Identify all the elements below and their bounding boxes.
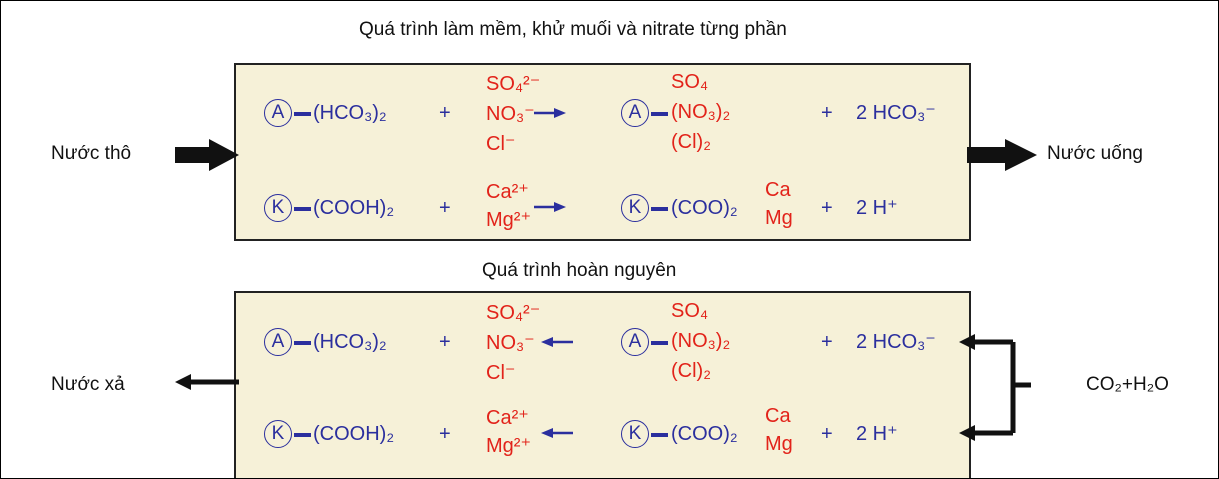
- plus-sign: +: [821, 331, 833, 353]
- bound-sulfate: SO₄: [671, 300, 709, 322]
- forward-process-title: Quá trình làm mềm, khử muối và nitrate t…: [359, 19, 787, 40]
- bond-icon: [294, 112, 311, 116]
- proton-product: 2 H⁺: [856, 423, 898, 445]
- bond-icon: [294, 207, 311, 211]
- bound-magnesium: Mg: [765, 207, 793, 229]
- sulfate-ion: SO₄²⁻: [486, 302, 541, 324]
- bound-chloride: (Cl)₂: [671, 360, 711, 382]
- bicarbonate-product: 2 HCO₃⁻: [856, 102, 936, 124]
- bond-icon: [651, 341, 668, 345]
- anion-resin-icon: A: [264, 328, 292, 356]
- bound-chloride: (Cl)₂: [671, 131, 711, 153]
- bound-calcium: Ca: [765, 179, 791, 201]
- bound-sulfate: SO₄: [671, 71, 709, 93]
- bound-calcium: Ca: [765, 405, 791, 427]
- chloride-ion: Cl⁻: [486, 362, 516, 384]
- nitrate-ion: NO₃⁻: [486, 332, 535, 354]
- anion-group: (HCO₃)₂: [313, 103, 387, 123]
- bond-icon: [651, 433, 668, 437]
- proton-product: 2 H⁺: [856, 197, 898, 219]
- cation-resin-icon: K: [621, 194, 649, 222]
- anion-resin-icon: A: [621, 99, 649, 127]
- bond-icon: [651, 207, 668, 211]
- co2-h2o-label: CO₂+H₂O: [1086, 374, 1169, 395]
- cation-bound-group: (COO)₂: [671, 197, 738, 219]
- raw-water-label: Nước thô: [51, 143, 132, 164]
- bicarbonate-product: 2 HCO₃⁻: [856, 331, 936, 353]
- regeneration-process-panel: [234, 291, 971, 478]
- plus-sign: +: [439, 197, 451, 219]
- cation-resin-icon: K: [264, 420, 292, 448]
- cation-resin-icon: K: [621, 420, 649, 448]
- cation-group: (COOH)₂: [313, 197, 395, 219]
- sulfate-ion: SO₄²⁻: [486, 73, 541, 95]
- anion-resin-icon: A: [264, 99, 292, 127]
- plus-sign: +: [439, 331, 451, 353]
- waste-water-label: Nước xả: [51, 374, 125, 395]
- magnesium-ion: Mg²⁺: [486, 435, 531, 457]
- plus-sign: +: [821, 197, 833, 219]
- raw-water-inlet-arrow: [175, 139, 239, 171]
- anion-resin-icon: A: [621, 328, 649, 356]
- regeneration-process-title: Quá trình hoàn nguyên: [482, 260, 677, 281]
- bond-icon: [294, 433, 311, 437]
- bound-nitrate: (NO₃)₂: [671, 330, 731, 352]
- waste-water-arrow-head: [175, 374, 191, 390]
- cation-resin-icon: K: [264, 194, 292, 222]
- anion-group-text: (HCO₃)₂: [313, 102, 387, 124]
- drinking-water-label: Nước uống: [1047, 143, 1143, 164]
- anion-group: (HCO₃)₂: [313, 331, 387, 353]
- bound-nitrate: (NO₃)₂: [671, 101, 731, 123]
- drinking-water-outlet-arrow: [967, 139, 1037, 171]
- magnesium-ion: Mg²⁺: [486, 209, 531, 231]
- nitrate-ion: NO₃⁻: [486, 103, 535, 125]
- cation-bound-group: (COO)₂: [671, 423, 738, 445]
- plus-sign: +: [821, 423, 833, 445]
- calcium-ion: Ca²⁺: [486, 181, 529, 203]
- chloride-ion: Cl⁻: [486, 133, 516, 155]
- calcium-ion: Ca²⁺: [486, 407, 529, 429]
- cation-group: (COOH)₂: [313, 423, 395, 445]
- bond-icon: [294, 341, 311, 345]
- plus-sign: +: [439, 423, 451, 445]
- bound-magnesium: Mg: [765, 433, 793, 455]
- bond-icon: [651, 112, 668, 116]
- forward-process-panel: [234, 63, 971, 241]
- plus-sign: +: [439, 102, 451, 124]
- plus-sign: +: [821, 102, 833, 124]
